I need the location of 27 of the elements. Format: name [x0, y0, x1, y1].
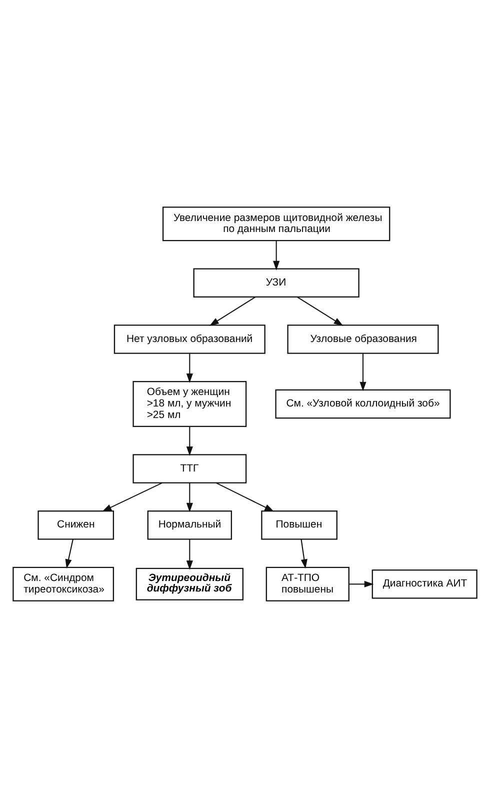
node-box: ТТГ	[132, 454, 246, 484]
arrow	[359, 354, 366, 392]
node-box: Диагностика АИТ	[371, 569, 477, 599]
node-box: Объем у женщин >18 мл, у мужчин >25 мл	[132, 380, 246, 428]
node-box: Увеличение размеров щитовидной железы по данным пальпации	[162, 206, 390, 242]
arrow	[186, 539, 192, 570]
node-box: Снижен	[37, 510, 114, 540]
node-box: Узловые образования	[286, 324, 438, 354]
arrow	[215, 482, 274, 512]
node-box: Повышен	[260, 510, 337, 540]
arrow	[186, 354, 192, 383]
node-box: Нормальный	[146, 510, 232, 540]
node-box: См. «Узловой коллоидный зоб»	[274, 389, 450, 419]
node-box: См. «Синдром тиреотоксикоза»	[12, 566, 114, 602]
arrow	[64, 539, 73, 569]
node-box: Эутиреоидный диффузный зоб	[135, 568, 243, 600]
arrow	[186, 482, 192, 512]
arrow	[208, 296, 256, 326]
arrow	[186, 426, 192, 456]
arrow	[300, 539, 307, 569]
arrow	[272, 240, 280, 270]
node-box: УЗИ	[192, 268, 359, 298]
node-box: Нет узловых образований	[113, 324, 265, 354]
arrow	[296, 296, 343, 326]
node-box: АТ-ТПО повышены	[265, 566, 349, 602]
arrow	[102, 482, 162, 512]
arrow	[348, 580, 374, 588]
